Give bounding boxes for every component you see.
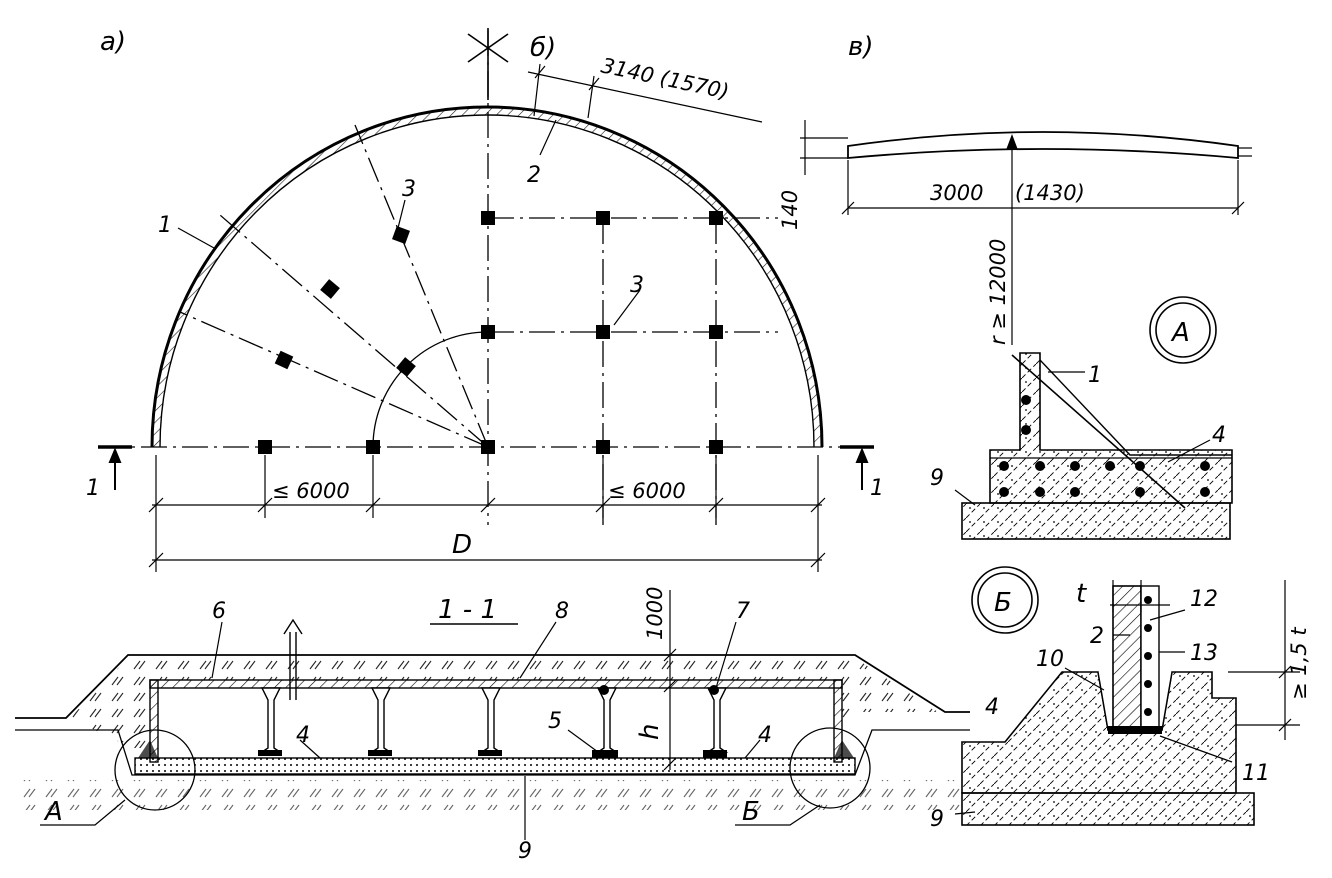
earth-mound-fill [70, 658, 938, 748]
detail-a-callout-1: 1 [1088, 363, 1102, 388]
wall-thickness-dim: t [1076, 579, 1087, 609]
panel-length-dim: 3140 (1570) [599, 53, 731, 103]
plan-view: а) [86, 27, 884, 572]
section-callout-7: 7 [736, 599, 750, 624]
detail-b-marker [789, 727, 871, 809]
cover-depth-dim: 1000 [643, 587, 667, 640]
right-haunch [834, 740, 854, 758]
section-mark-right: 1 [870, 476, 884, 501]
section-title: 1 - 1 [438, 595, 497, 625]
excavation-line [15, 729, 970, 776]
left-haunch [138, 740, 158, 758]
radius-dim: r ≥ 12000 [986, 239, 1010, 345]
panel-width-dim: 3000 [930, 181, 983, 205]
detail-b: Б t 12 1 [930, 566, 1311, 832]
vent-arrow [283, 618, 303, 700]
detail-a-haunch [1039, 359, 1232, 456]
detail-b-callout: Б [994, 588, 1012, 618]
detail-a-outer-ring [1149, 296, 1217, 364]
detail-b-base [961, 671, 1237, 794]
detail-a-callout-4: 4 [1212, 423, 1226, 448]
detail-b-footing [961, 792, 1255, 826]
section-callout-4-right: 4 [758, 723, 772, 748]
arc-panel-dimension [527, 63, 763, 123]
groove-depth-dim: ≥ 1,5 t [1287, 627, 1311, 700]
detail-b-leader [735, 804, 821, 826]
diameter-dim: D [452, 530, 472, 560]
dome-inner-outline [159, 114, 815, 448]
detail-b-leaders [954, 609, 1233, 815]
detail-b-callout-11: 11 [1242, 761, 1270, 786]
section-dimensions [663, 590, 677, 771]
detail-a-rebar-dots [999, 395, 1210, 497]
detail-a-leader [40, 799, 126, 826]
section-columns [259, 687, 729, 753]
column-pads [258, 685, 727, 758]
spacing-right-dim: ≤ 6000 [608, 479, 686, 503]
dome-wall-hatch [152, 107, 822, 447]
plan-callout-2: 2 [527, 163, 541, 188]
plan-leaders [177, 119, 641, 326]
detail-a-rebar [1011, 354, 1186, 509]
detail-a-leaders [954, 371, 1211, 506]
panel-profile: в) 140 3000 (1430) r ≥ 12000 [778, 32, 1252, 345]
panel-v-label: в) [848, 32, 873, 62]
detail-b-rebar-dots [1144, 596, 1152, 716]
section-mark-left: 1 [86, 476, 100, 501]
panel-b-label: б) [530, 33, 556, 63]
section-callout-8: 8 [555, 599, 569, 624]
detail-a-wall-base [989, 352, 1233, 504]
detail-b-callout-4: 4 [985, 695, 999, 720]
section-callout-9: 9 [518, 839, 532, 864]
detail-b-callout-10: 10 [1036, 647, 1064, 672]
plan-callout-3b: 3 [630, 273, 644, 298]
ground-hatch [15, 780, 965, 810]
section-callout-6: 6 [212, 599, 226, 624]
section-callout-5: 5 [548, 709, 562, 734]
detail-b-bedding [1108, 726, 1162, 734]
dome-outline [150, 105, 824, 448]
section-callout-4-left: 4 [296, 723, 310, 748]
detail-a-callout-9: 9 [930, 466, 944, 491]
panel-a-label: а) [100, 27, 126, 57]
detail-b-callout-13: 13 [1190, 641, 1218, 666]
plan-callout-1: 1 [158, 213, 172, 238]
panel-dimensions [800, 120, 1252, 345]
panel-rise-dim: 140 [778, 190, 802, 230]
detail-a-inner-ring [1155, 302, 1211, 358]
detail-b-callout-9: 9 [930, 807, 944, 832]
roof-shell [149, 679, 843, 689]
plan-dimensions [148, 455, 826, 572]
floor-slab [134, 757, 856, 775]
detail-b-wall-panel [1112, 585, 1142, 729]
axis-marker [467, 28, 509, 100]
column-ring-arc [372, 331, 489, 448]
section-marks [98, 445, 874, 490]
detail-a-callout: А [1170, 318, 1190, 348]
detail-a-footing [961, 502, 1231, 540]
panel-width-alt-dim: (1430) [1015, 181, 1085, 205]
detail-a-marker [114, 729, 196, 811]
spacing-left-dim: ≤ 6000 [272, 479, 350, 503]
detail-b-inner-ring [977, 572, 1033, 628]
panel-shell [847, 131, 1239, 159]
detail-b-callout-12: 12 [1190, 587, 1218, 612]
section-leaders [211, 621, 761, 840]
detail-b-dimensions [1110, 580, 1300, 740]
section-view: 1 - 1 [15, 587, 970, 864]
plan-callout-3a: 3 [402, 177, 416, 202]
section-detail-a: А [43, 797, 63, 827]
detail-b-outer-ring [971, 566, 1039, 634]
columns [258, 211, 723, 454]
detail-b-callout-2: 2 [1090, 624, 1104, 649]
earth-mound-outline [15, 654, 970, 719]
section-detail-b: Б [742, 797, 760, 827]
detail-a: А 1 4 9 [930, 296, 1233, 540]
height-dim: h [635, 724, 665, 740]
